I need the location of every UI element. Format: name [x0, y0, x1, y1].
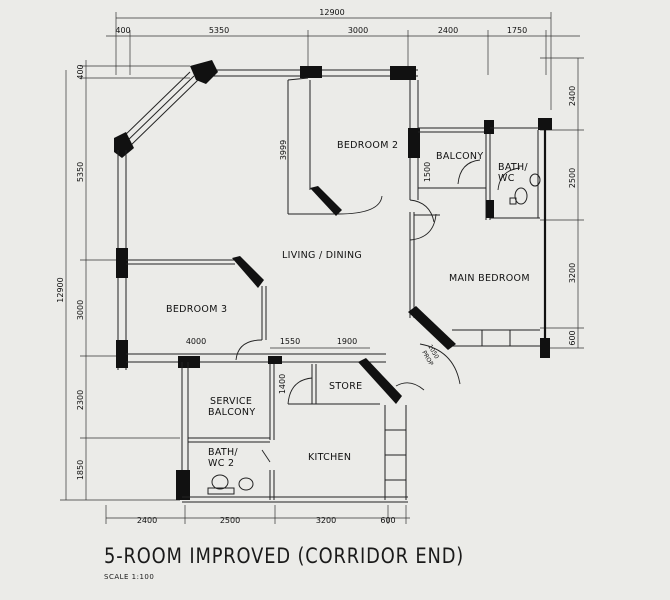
- left-dimension-4: 2300: [76, 390, 85, 410]
- top-dimension-3: 3000: [348, 26, 368, 35]
- bath-fixtures: [207, 173, 541, 495]
- service-balcony-label-line2: BALCONY: [208, 407, 255, 418]
- main-bedroom-label: MAIN BEDROOM: [449, 273, 530, 284]
- bath-wc-label-line2: WC: [498, 173, 515, 184]
- bottom-dimension-2: 2500: [220, 516, 240, 525]
- plan-scale: SCALE 1:100: [104, 573, 155, 581]
- left-dimension-5: 1850: [76, 460, 85, 480]
- top-dimension-5: 1750: [507, 26, 527, 35]
- door-swings: [235, 159, 521, 463]
- service-balcony-label-line1: SERVICE: [210, 396, 252, 407]
- bedroom3-width-dimension: 4000: [186, 337, 206, 346]
- top-overall-dimension: 12900: [319, 8, 344, 17]
- living-dining-label: LIVING / DINING: [282, 250, 362, 261]
- exterior-walls: [114, 60, 552, 503]
- left-dimension-3: 3000: [76, 300, 85, 320]
- right-dimensions: 2400 2500 3200 600: [540, 57, 584, 349]
- balcony-label: BALCONY: [436, 151, 483, 162]
- left-overall-dimension: 12900: [56, 277, 65, 302]
- bottom-dimension-4: 600: [380, 516, 395, 525]
- top-dimension-1: 400: [115, 26, 130, 35]
- bath-wc-label-line1: BATH/: [498, 162, 528, 173]
- balcony-width-dimension: 1500: [423, 162, 432, 182]
- bath-wc2-label-line1: BATH/: [208, 447, 238, 458]
- corridor-dimension-a: 1550: [280, 337, 300, 346]
- kitchen-label: KITCHEN: [308, 452, 351, 463]
- store-label: STORE: [329, 381, 362, 392]
- bedroom-3-label: BEDROOM 3: [166, 304, 227, 315]
- bottom-dimension-1: 2400: [137, 516, 157, 525]
- bottom-dimensions: 2400 2500 3200 600: [105, 505, 410, 525]
- right-dimension-1: 2400: [568, 86, 577, 106]
- bedroom-2-label: BEDROOM 2: [337, 140, 398, 151]
- room-labels: BEDROOM 2 BALCONY BATH/ WC LIVING / DINI…: [166, 140, 530, 469]
- right-dimension-4: 600: [568, 330, 577, 345]
- store-height-dimension: 1400: [278, 374, 287, 394]
- bottom-dimension-3: 3200: [316, 516, 336, 525]
- bath-wc2-label-line2: WC 2: [208, 458, 234, 469]
- corridor-dimension-b: 1900: [337, 337, 357, 346]
- bedroom2-height-dimension: 3999: [279, 140, 288, 160]
- right-dimension-3: 3200: [568, 263, 577, 283]
- top-dimensions: 12900 400 5350 3000 2400 1750: [106, 8, 580, 110]
- interior-dimensions: 3999 1500 4000 1550 1900 1400: [186, 140, 432, 394]
- interior-walls: [126, 77, 540, 500]
- left-dimension-2: 5350: [76, 162, 85, 182]
- right-dimension-2: 2500: [568, 168, 577, 188]
- top-dimension-4: 2400: [438, 26, 458, 35]
- left-dimension-1: 400: [76, 64, 85, 79]
- left-dimensions: 12900 400 5350 3000 2300 1850: [56, 60, 190, 501]
- top-dimension-2: 5350: [209, 26, 229, 35]
- plan-title: 5-ROOM IMPROVED (CORRIDOR END): [104, 544, 465, 568]
